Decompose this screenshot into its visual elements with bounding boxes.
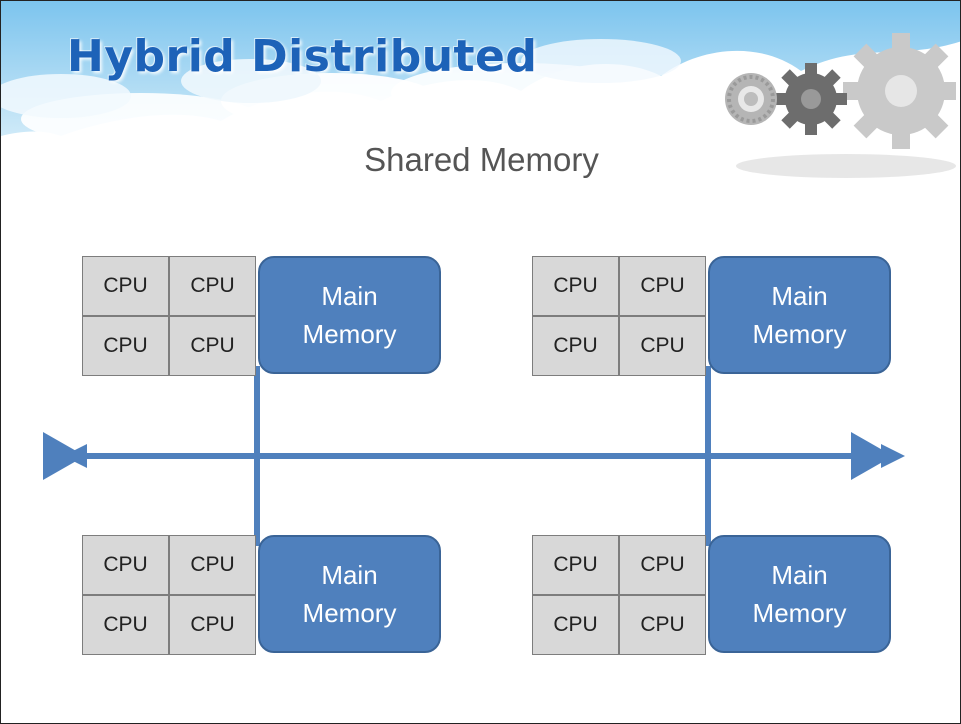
cpu-cell: CPU <box>619 316 706 376</box>
cpu-cell: CPU <box>82 316 169 376</box>
compute-node: CPU CPU CPU CPU Main Memory <box>532 256 892 378</box>
compute-node: CPU CPU CPU CPU Main Memory <box>82 256 442 378</box>
bus-arrowhead-right <box>881 444 905 468</box>
cpu-cell: CPU <box>82 535 169 595</box>
slide-title: Hybrid Distributed <box>67 31 538 82</box>
cpu-cell: CPU <box>619 595 706 655</box>
compute-node: CPU CPU CPU CPU Main Memory <box>532 535 892 657</box>
cpu-cell: CPU <box>619 535 706 595</box>
cpu-cell: CPU <box>532 535 619 595</box>
cpu-cell: CPU <box>619 256 706 316</box>
cpu-cell: CPU <box>82 595 169 655</box>
cpu-cell: CPU <box>532 595 619 655</box>
cpu-cell: CPU <box>532 256 619 316</box>
cpu-grid: CPU CPU CPU CPU <box>532 535 706 655</box>
cpu-cell: CPU <box>169 535 256 595</box>
main-memory-box: Main Memory <box>258 535 441 653</box>
main-memory-box: Main Memory <box>708 535 891 653</box>
cpu-cell: CPU <box>82 256 169 316</box>
gears-icon <box>725 33 956 178</box>
cloud-header-background <box>1 1 960 151</box>
bus-arrowhead-left <box>63 444 87 468</box>
main-memory-box: Main Memory <box>708 256 891 374</box>
cpu-grid: CPU CPU CPU CPU <box>82 535 256 655</box>
main-memory-box: Main Memory <box>258 256 441 374</box>
diagram-subtitle: Shared Memory <box>364 141 599 178</box>
compute-node: CPU CPU CPU CPU Main Memory <box>82 535 442 657</box>
cpu-grid: CPU CPU CPU CPU <box>82 256 256 376</box>
cpu-cell: CPU <box>532 316 619 376</box>
cpu-cell: CPU <box>169 256 256 316</box>
cpu-cell: CPU <box>169 595 256 655</box>
cpu-grid: CPU CPU CPU CPU <box>532 256 706 376</box>
cpu-cell: CPU <box>169 316 256 376</box>
